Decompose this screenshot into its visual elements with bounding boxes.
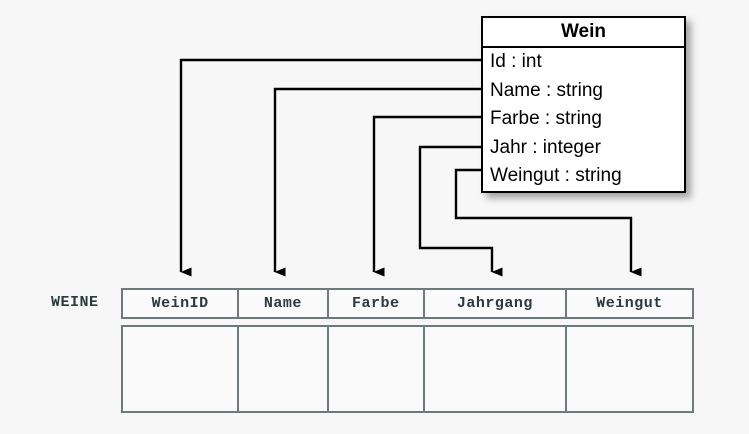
connector-farbe-to-farbe	[372, 115, 481, 277]
connector-name-to-name	[273, 87, 481, 277]
column-header-name[interactable]: Name	[239, 290, 329, 317]
uml-class-name: Wein	[483, 18, 684, 48]
uml-attribute-name: Name : string	[490, 79, 603, 101]
relation-name: WEINE	[51, 294, 99, 311]
uml-attribute-id: Id : int	[490, 51, 542, 72]
table-cell-jahrgang[interactable]	[425, 327, 567, 411]
column-header-weingut[interactable]: Weingut	[596, 295, 663, 312]
table-cell-weingut[interactable]	[567, 327, 692, 411]
column-header-weinid[interactable]: WeinID	[123, 290, 240, 317]
column-header-jahrgang[interactable]: Jahrgang	[425, 290, 567, 317]
table-cell-farbe[interactable]	[329, 327, 425, 411]
uml-attribute-farbe: Farbe : string	[490, 108, 602, 129]
connector-weingut-to-weingut	[454, 168, 642, 277]
connector-id-to-weinid	[179, 58, 481, 277]
uml-attribute-list: Id : int Name : string Farbe : string Ja…	[483, 48, 684, 191]
uml-attribute-weingut: Weingut : string	[490, 165, 622, 186]
table-cell-name[interactable]	[239, 327, 329, 411]
table-cell-weinid[interactable]	[123, 327, 240, 411]
column-header-farbe[interactable]: Farbe	[329, 290, 425, 317]
connector-jahr-to-jahrgang	[418, 145, 503, 277]
uml-class-wein[interactable]: Wein Id : int Name : string Farbe : stri…	[481, 16, 686, 193]
relation-header-row: WeinID Name Farbe Jahrgang Weingut	[121, 288, 694, 319]
uml-attribute-jahr: Jahr : integer	[490, 136, 601, 158]
relation-data-row	[121, 325, 694, 413]
